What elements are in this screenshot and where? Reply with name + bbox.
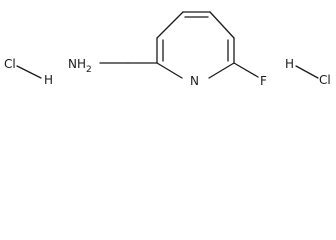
ring-bond-n-right: [208, 62, 235, 79]
chemical-structure: Cl H NH2 N F H Cl: [0, 0, 336, 91]
pyridine-ring: [156, 11, 235, 79]
ring-bond-n-left: [156, 62, 183, 79]
ring-bond-c3-c2top: [156, 11, 184, 39]
atom-amine-nh: NH: [68, 57, 86, 71]
atom-amine: NH2: [68, 57, 92, 75]
bond-c6-f: [233, 62, 259, 78]
bond-hcl-right: [295, 65, 319, 79]
atom-h-right: H: [285, 57, 294, 71]
atom-amine-subscript: 2: [86, 65, 92, 75]
atom-h-left: H: [44, 73, 53, 87]
atom-cl-right: Cl: [319, 73, 331, 87]
bond-hcl-left: [16, 65, 42, 79]
structure-svg: Cl H NH2 N F H Cl: [4, 11, 331, 88]
atom-ring-n: N: [190, 74, 199, 88]
atom-cl-left: Cl: [4, 57, 16, 71]
ring-bond-top-right: [209, 11, 235, 39]
atom-fluorine: F: [260, 74, 267, 88]
